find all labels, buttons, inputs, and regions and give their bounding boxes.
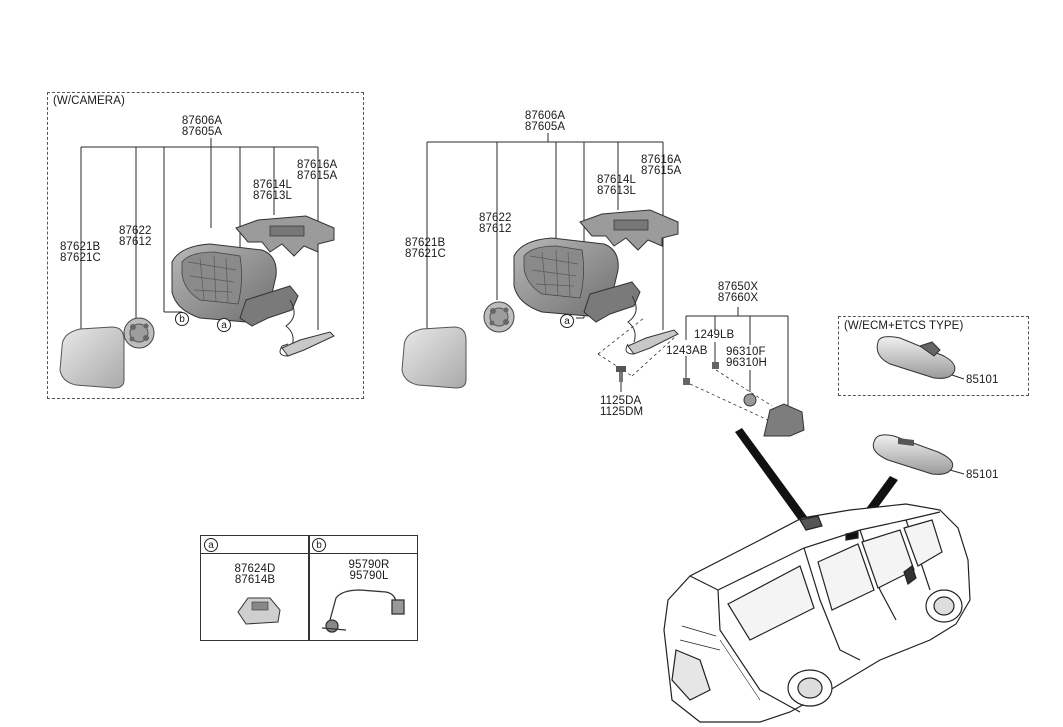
camera-side-lamp (279, 331, 335, 357)
vehicle-illustration (663, 503, 971, 723)
camera-cover-label-1: 87614L (253, 179, 292, 191)
camera-cover (235, 215, 335, 257)
room-mirror (872, 434, 965, 475)
camera-actuator-label-1: 87622 (119, 225, 152, 237)
camera-group-title: (W/CAMERA) (53, 95, 125, 107)
legend-column-divider (308, 535, 310, 641)
main-cover-label-1: 87614L (597, 174, 636, 186)
main-dashed-outline (597, 317, 677, 377)
main-side-lamp (625, 329, 679, 355)
camera-assembly-label-2: 87605A (181, 126, 223, 138)
main-screw-label-2: 1125DM (600, 406, 644, 418)
legend-a-part-label-1: 87624D (234, 563, 276, 575)
main-cover-label-2: 87613L (597, 185, 636, 197)
legend-marker-b: b (312, 538, 326, 552)
main-actuator-label-1: 87622 (479, 212, 512, 224)
pointer-inside-mirror (735, 428, 808, 522)
main-marker-a: a (560, 314, 574, 328)
camera-glass-label-2: 87621C (60, 252, 101, 264)
main-mirror-housing (513, 237, 641, 343)
camera-glass-label-1: 87621B (60, 241, 101, 253)
main-mirror-glass (401, 326, 467, 389)
main-lamp-label-1: 87616A (641, 154, 682, 166)
main-actuator-label-2: 87612 (479, 223, 512, 235)
main-lamp-label-2: 87615A (641, 165, 682, 177)
camera-marker-a: a (217, 318, 231, 332)
camera-mirror-housing (171, 243, 299, 347)
camera-lamp-label-2: 87615A (297, 170, 338, 182)
main-screw (616, 366, 626, 392)
camera-lamp-label-1: 87616A (297, 159, 338, 171)
ecm-part-label: 85101 (966, 374, 999, 386)
camera-actuator (123, 317, 155, 349)
inside-mirror-leaders (685, 307, 789, 412)
camera-cover-label-2: 87613L (253, 190, 292, 202)
legend-b-part-label-1: 95790R (348, 559, 390, 571)
ecm-mirror (876, 336, 965, 380)
main-screw-label-1: 1125DA (600, 395, 642, 407)
camera-group-frame (47, 92, 364, 399)
main-glass-label-2: 87621C (405, 248, 446, 260)
ecm-group-title: (W/ECM+ETCS TYPE) (844, 320, 964, 332)
camera-actuator-label-2: 87612 (119, 236, 152, 248)
main-assembly-label-2: 87605A (524, 121, 566, 133)
camera-mirror-glass (59, 326, 125, 389)
legend-b-part (321, 589, 405, 633)
main-glass-label-1: 87621B (405, 237, 446, 249)
main-actuator (483, 301, 515, 333)
inside-mirror-sensor-label-2: 96310H (726, 357, 767, 369)
main-assembly-label-1: 87606A (524, 110, 566, 122)
inside-mirror-assembly-label-1: 87650X (717, 281, 759, 293)
legend-marker-a: a (204, 538, 218, 552)
inside-mirror-bolt-label: 1249LB (694, 329, 735, 341)
camera-marker-b: b (175, 312, 189, 326)
legend-a-part (237, 597, 281, 625)
camera-assembly-label-1: 87606A (181, 115, 223, 127)
inside-mirror-dashed (689, 369, 773, 421)
inside-mirror-sensor-label-1: 96310F (726, 346, 766, 358)
main-cover (579, 209, 679, 251)
inside-mirror-parts (683, 362, 805, 437)
room-mirror-part-label: 85101 (966, 469, 999, 481)
legend-a-part-label-2: 87614B (234, 574, 276, 586)
camera-group-leaders (80, 138, 319, 330)
legend-b-part-label-2: 95790L (349, 570, 389, 582)
inside-mirror-screw-label: 1243AB (666, 345, 708, 357)
ecm-group-frame (838, 316, 1029, 396)
inside-mirror-assembly-label-2: 87660X (717, 292, 759, 304)
